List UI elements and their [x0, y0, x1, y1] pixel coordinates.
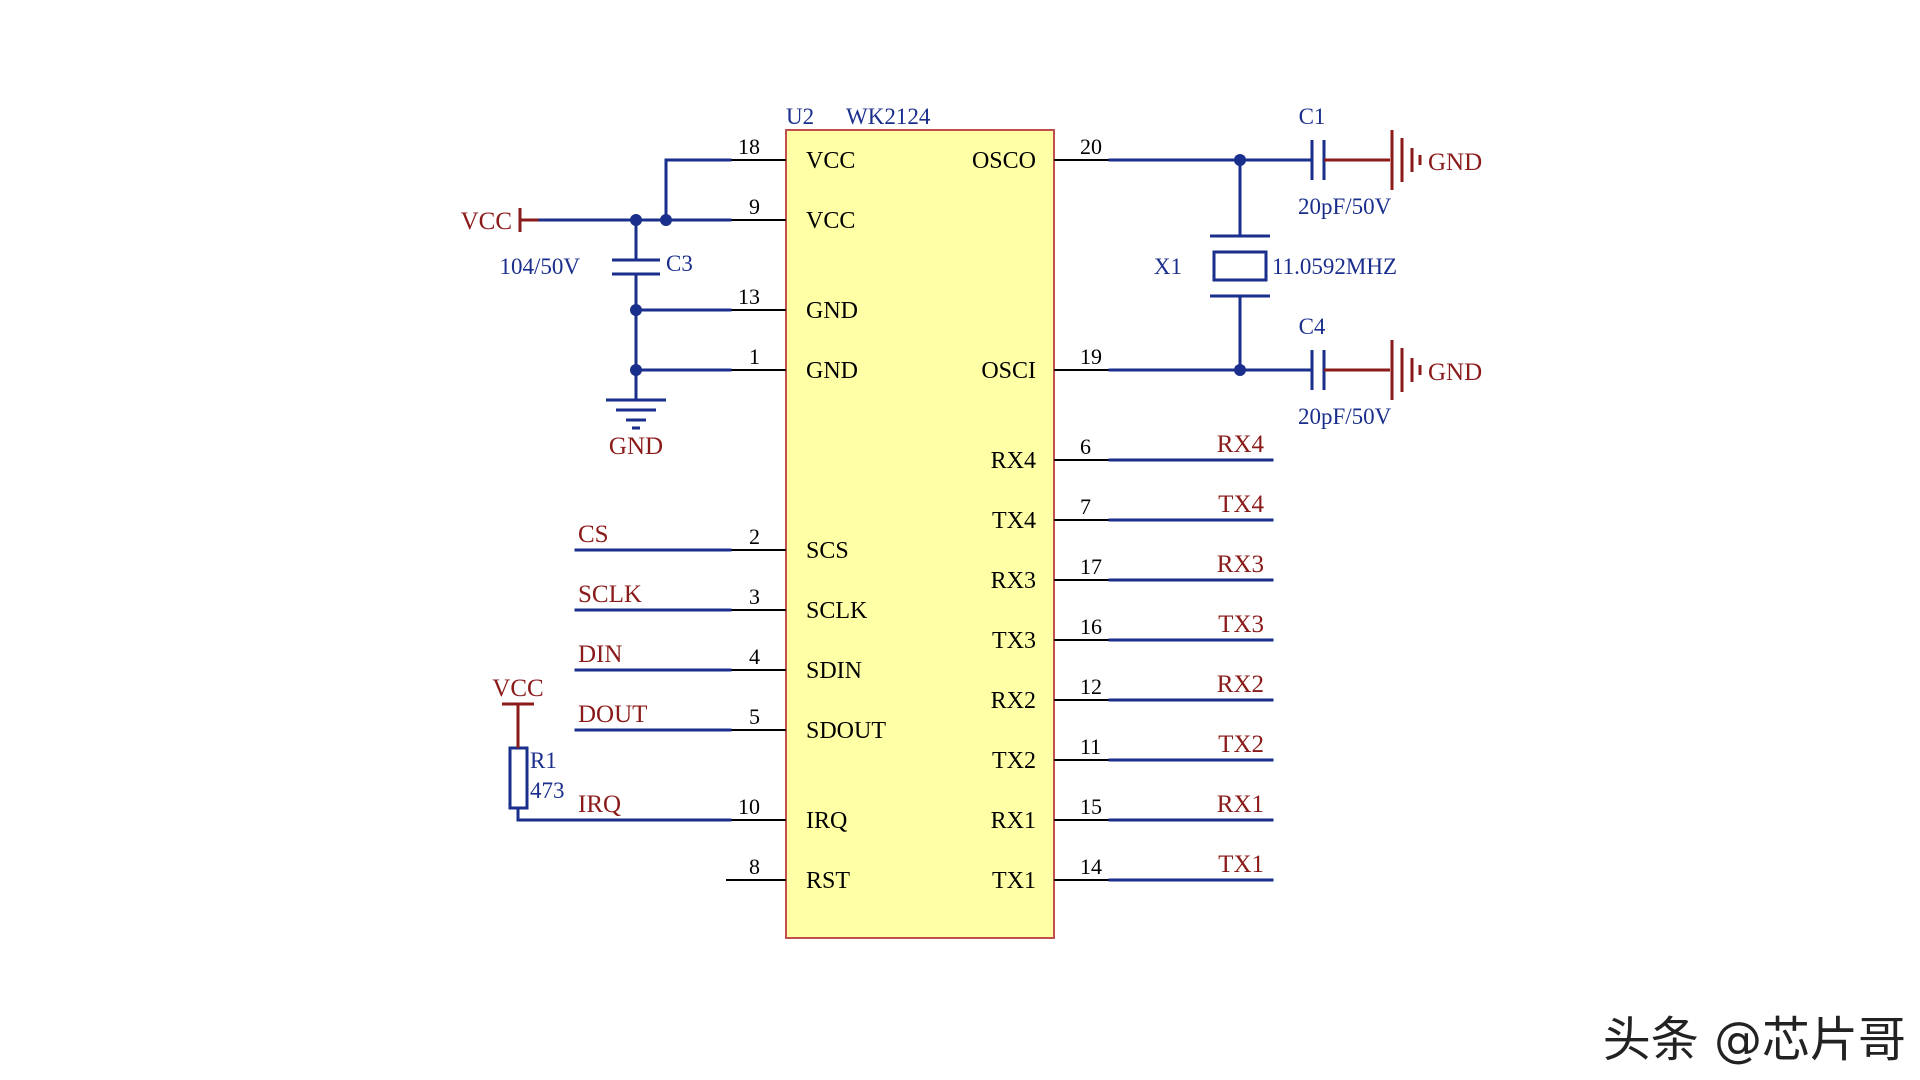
junction-dot: [630, 304, 642, 316]
r1-designator: R1: [530, 748, 557, 773]
x1-designator: X1: [1154, 254, 1182, 279]
net-label-cs: CS: [578, 521, 609, 548]
c3-designator: C3: [666, 251, 693, 276]
pin-number: 7: [1080, 494, 1091, 519]
net-label-tx2: TX2: [1218, 731, 1264, 758]
pin-number: 6: [1080, 434, 1091, 459]
pin-number: 13: [738, 284, 760, 309]
chip-designator: U2: [786, 104, 814, 129]
resistor-r1: [508, 746, 529, 810]
junction-dot: [1234, 364, 1246, 376]
chip-part-number: WK2124: [846, 104, 931, 129]
uart-net-section: RX4 TX4 RX3 TX3 RX2 TX2 RX1 TX1: [1108, 431, 1274, 882]
power-section: VCC C3 104/50V GND: [461, 158, 732, 460]
pin-name: VCC: [806, 208, 855, 234]
c3-value: 104/50V: [500, 254, 581, 279]
pin-number: 16: [1080, 614, 1102, 639]
pin-name: SDOUT: [806, 718, 886, 744]
junction-dot: [1234, 154, 1246, 166]
left-pin-group: 18 VCC 9 VCC 13 GND 1 GND 2 SCS 3 SCLK 4…: [726, 134, 886, 894]
pin-name: RST: [806, 868, 850, 894]
pin-number: 8: [749, 854, 760, 879]
junction-dot: [660, 214, 672, 226]
r1-value: 473: [530, 778, 565, 803]
watermark: 头条 @芯片哥: [1603, 1012, 1906, 1068]
pin-name: TX2: [992, 748, 1036, 774]
chip-body: [785, 129, 1055, 939]
pin-name: SCS: [806, 538, 849, 564]
pin-number: 4: [749, 644, 760, 669]
pin-number: 17: [1080, 554, 1102, 579]
pin-name: IRQ: [806, 808, 847, 834]
pin-number: 14: [1080, 854, 1102, 879]
pin-number: 18: [738, 134, 760, 159]
pin-name: TX4: [992, 508, 1036, 534]
net-label-irq: IRQ: [578, 791, 621, 818]
net-label-rx2: RX2: [1217, 671, 1264, 698]
gnd-label-c1: GND: [1428, 149, 1482, 176]
pin-name: VCC: [806, 148, 855, 174]
c4-value: 20pF/50V: [1298, 404, 1392, 429]
spi-net-section: CS SCLK DIN DOUT IRQ VCC R1 473: [492, 521, 732, 822]
c1-value: 20pF/50V: [1298, 194, 1392, 219]
pin-name: RX3: [991, 568, 1036, 594]
capacitor-c3: [612, 258, 660, 276]
net-label-tx3: TX3: [1218, 611, 1264, 638]
net-label-din: DIN: [578, 641, 622, 668]
pin-number: 12: [1080, 674, 1102, 699]
pin-number: 10: [738, 794, 760, 819]
net-label-rx3: RX3: [1217, 551, 1264, 578]
pin-name: GND: [806, 358, 858, 384]
pin-name: SDIN: [806, 658, 862, 684]
crystal-x1: [1212, 250, 1268, 282]
pin-number: 2: [749, 524, 760, 549]
pin-name: OSCI: [981, 358, 1036, 384]
c4-designator: C4: [1299, 314, 1326, 339]
irq-wire: [516, 806, 732, 822]
gnd-label: GND: [609, 433, 663, 460]
pin-name: RX2: [991, 688, 1036, 714]
gnd-symbol: [606, 398, 666, 430]
pin-number: 5: [749, 704, 760, 729]
net-label-dout: DOUT: [578, 701, 647, 728]
gnd-label-c4: GND: [1428, 359, 1482, 386]
r1-vcc-label: VCC: [492, 675, 543, 702]
oscillator-section: X1 11.0592MHZ C1 20pF/50V GND C4 20pF/50…: [1108, 104, 1482, 429]
pin-number: 1: [749, 344, 760, 369]
x1-value: 11.0592MHZ: [1272, 254, 1397, 279]
junction-dot: [630, 214, 642, 226]
net-label-tx4: TX4: [1218, 491, 1264, 518]
pin-number: 3: [749, 584, 760, 609]
pin-name: TX3: [992, 628, 1036, 654]
pin-number: 15: [1080, 794, 1102, 819]
net-label-rx1: RX1: [1217, 791, 1264, 818]
vcc-port-label: VCC: [461, 208, 512, 235]
vcc-pin18-wire: [664, 158, 732, 222]
pin-name: SCLK: [806, 598, 868, 624]
pin-number: 19: [1080, 344, 1102, 369]
pin-number: 9: [749, 194, 760, 219]
pin-number: 11: [1080, 734, 1101, 759]
right-pin-group: 20 OSCO 19 OSCI 6 RX4 7 TX4 17 RX3 16 TX…: [972, 134, 1110, 894]
pin-name: RX4: [991, 448, 1036, 474]
gnd-symbol-c4: [1390, 340, 1422, 400]
net-label-rx4: RX4: [1217, 431, 1265, 458]
gnd-symbol-c1: [1390, 130, 1422, 190]
pin-name: RX1: [991, 808, 1036, 834]
pin-name: OSCO: [972, 148, 1036, 174]
pin-number: 20: [1080, 134, 1102, 159]
pin-name: TX1: [992, 868, 1036, 894]
net-label-tx1: TX1: [1218, 851, 1264, 878]
pin-name: GND: [806, 298, 858, 324]
junction-dot: [630, 364, 642, 376]
c1-designator: C1: [1299, 104, 1326, 129]
net-label-sclk: SCLK: [578, 581, 642, 608]
